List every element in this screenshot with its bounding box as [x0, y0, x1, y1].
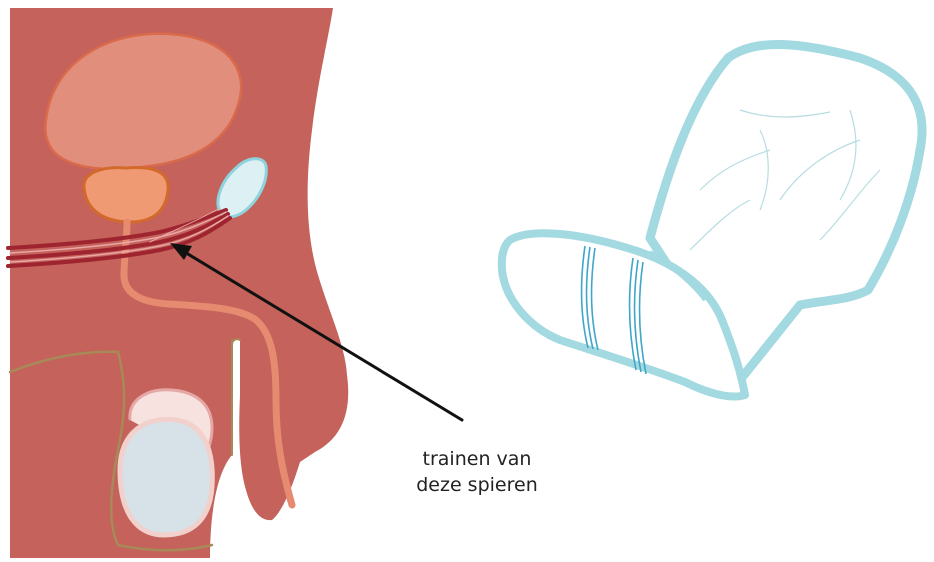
incontinence-pad-illustration — [502, 44, 922, 396]
annotation-caption: trainen van deze spieren — [392, 446, 562, 498]
caption-line-1: trainen van — [392, 446, 562, 472]
male-pelvic-anatomy-illustration — [8, 8, 348, 558]
prostate — [84, 168, 168, 222]
testis — [120, 390, 212, 535]
penis-outline — [232, 339, 240, 455]
caption-line-2: deze spieren — [392, 472, 562, 498]
